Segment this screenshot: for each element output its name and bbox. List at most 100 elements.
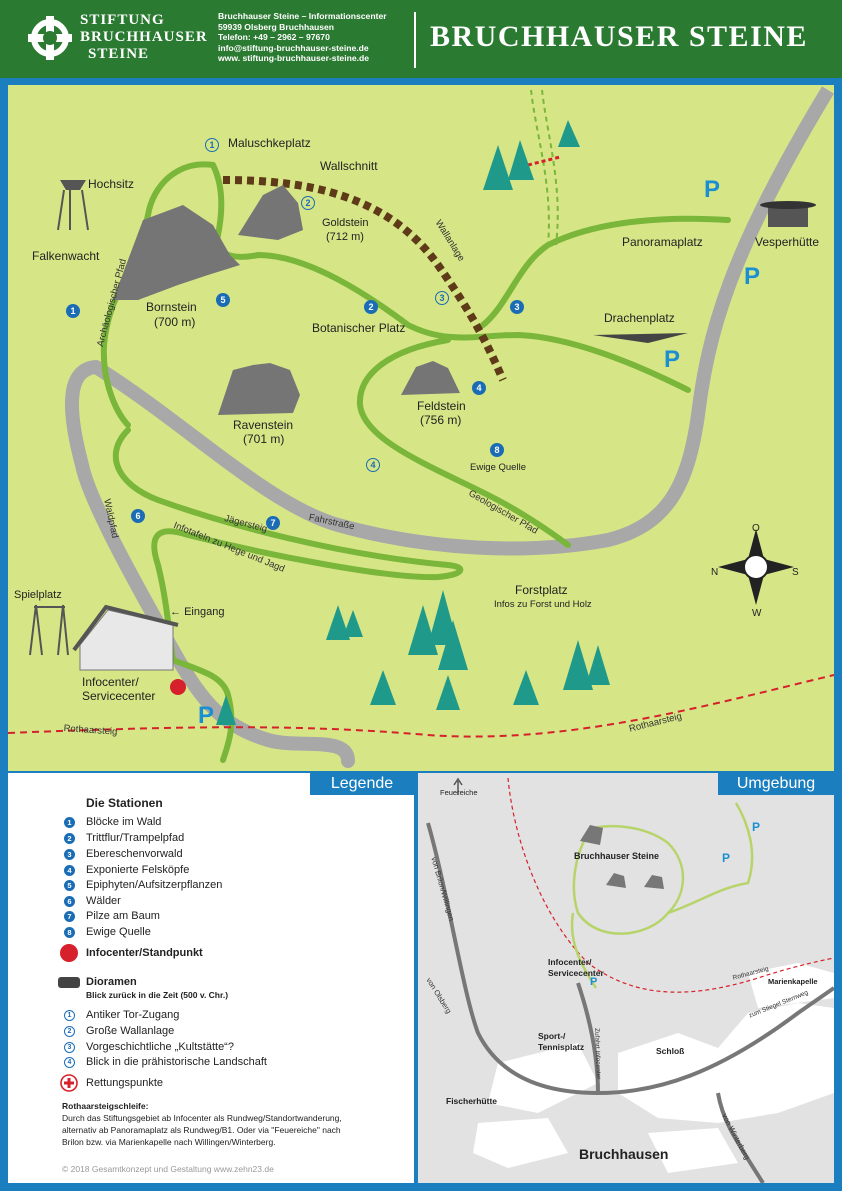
diorama-3-marker[interactable]: 3 <box>435 291 449 305</box>
rothaar-title: Rothaarsteigschleife: <box>62 1101 149 1111</box>
legend-station-num: 1 <box>64 817 75 828</box>
diorama-4-marker[interactable]: 4 <box>366 458 380 472</box>
rothaar-text: Durch das Stiftungsgebiet ab Infocenter … <box>62 1113 342 1123</box>
diorama-1-marker[interactable]: 1 <box>205 138 219 152</box>
env-rothaarsteig <box>507 777 834 993</box>
label-forstplatz: Forstplatz <box>515 583 568 597</box>
station-4-marker[interactable]: 4 <box>472 381 486 395</box>
label-drachenplatz: Drachenplatz <box>604 311 675 325</box>
compass-bottom: W <box>752 608 762 619</box>
label-goldstein: Goldstein <box>322 217 369 229</box>
env-feuereiche: Feuereiche <box>440 788 478 797</box>
panorama-path <box>480 215 731 328</box>
station-2-marker[interactable]: 2 <box>364 300 378 314</box>
spielplatz-swing <box>29 604 69 656</box>
dioramen-title: Dioramen <box>86 976 137 988</box>
label-feldstein: Feldstein <box>417 399 466 413</box>
contact-line: Bruchhauser Steine – Informationscenter <box>218 11 387 21</box>
contact-email[interactable]: info@stiftung-bruchhauser-steine.de <box>218 42 369 53</box>
legend-diorama-label: Blick in die prähistorische Landschaft <box>86 1056 267 1068</box>
label-ravenstein: Ravenstein <box>233 418 294 432</box>
tree-cluster <box>216 120 610 725</box>
label-bornstein-height: (700 m) <box>154 315 196 329</box>
legend-station-num: 4 <box>64 865 75 876</box>
legend-diorama-label: Antiker Tor-Zugang <box>86 1009 180 1021</box>
contact-line: 59939 Olsberg Bruchhausen <box>218 21 335 32</box>
station-7-marker[interactable]: 7 <box>266 516 280 530</box>
fahrstrasse-road <box>92 86 834 556</box>
logo-line: STIFTUNG <box>80 12 165 28</box>
rock-goldstein <box>238 185 303 240</box>
legend-diorama-num: 4 <box>64 1057 75 1068</box>
legend-diorama-label: Große Wallanlage <box>86 1025 175 1037</box>
label-vesperhuette: Vesperhütte <box>755 235 820 249</box>
diorama-2-marker[interactable]: 2 <box>301 196 315 210</box>
legend-station-label: Trittflur/Trampelpfad <box>86 832 185 844</box>
label-wallschnitt: Wallschnitt <box>320 159 378 173</box>
station-1-marker[interactable]: 1 <box>66 304 80 318</box>
parking-icon: P <box>744 263 761 290</box>
legend-infocenter: Infocenter/Standpunkt <box>86 947 203 959</box>
env-parking-icon: P <box>722 851 731 865</box>
station-8-marker[interactable]: 8 <box>490 443 504 457</box>
label-spielplatz: Spielplatz <box>14 589 62 601</box>
logo-text: STIFTUNG BRUCHHAUSER STEINE <box>80 12 208 63</box>
rock-bornstein <box>113 205 240 300</box>
jaegersteig <box>112 427 464 663</box>
parking-icon: P <box>704 176 721 203</box>
legend-station-label: Wälder <box>86 895 121 907</box>
environment-tab: Umgebung <box>718 773 834 795</box>
vesperhuette-building <box>760 201 816 227</box>
diorama-legend-icon <box>58 977 80 988</box>
hochsitz <box>57 180 89 231</box>
env-servicecenter: Servicecenter <box>548 968 604 978</box>
label-ewige-quelle: Ewige Quelle <box>470 462 526 473</box>
label-botanischer-platz: Botanischer Platz <box>312 321 406 335</box>
eingang-text: Eingang <box>184 606 225 618</box>
env-schloss: Schloß <box>656 1046 685 1056</box>
drachenplatz-glider <box>593 333 688 343</box>
legend-diorama-num: 1 <box>64 1010 75 1021</box>
label-servicecenter: Servicecenter <box>82 689 156 703</box>
label-falkenwacht: Falkenwacht <box>32 249 100 263</box>
env-parking-icon: P <box>752 820 761 834</box>
env-infocenter: Infocenter/ <box>548 957 592 967</box>
legend-diorama-num: 2 <box>64 1026 75 1037</box>
legend-station-num: 8 <box>64 927 75 938</box>
rock-ravenstein <box>218 363 300 415</box>
label-ravenstein-height: (701 m) <box>243 432 285 446</box>
infocenter-legend-icon <box>60 944 78 962</box>
environment-map <box>418 773 834 1183</box>
header-divider <box>414 12 416 68</box>
legend-station-label: Pilze am Baum <box>86 910 160 922</box>
contact-website[interactable]: www. stiftung-bruchhauser-steine.de <box>218 53 370 64</box>
label-eingang: ← Eingang <box>170 606 225 618</box>
compass-right: S <box>792 567 799 578</box>
page-title: BRUCHHAUSER STEINE <box>430 20 808 53</box>
legend-diorama-label: Vorgeschichtliche „Kultstätte“? <box>86 1041 234 1053</box>
station-5-marker[interactable]: 5 <box>216 293 230 307</box>
label-hochsitz: Hochsitz <box>88 177 135 191</box>
label-panoramaplatz: Panoramaplatz <box>622 235 703 249</box>
legend-rescue: Rettungspunkte <box>86 1077 164 1089</box>
rothaar-text: Brilon bzw. via Marienkapelle nach Willi… <box>62 1137 276 1147</box>
legend-station-num: 5 <box>64 880 75 891</box>
rothaarsteig-route <box>8 674 834 738</box>
parking-icon: P <box>198 702 215 729</box>
env-roads <box>426 822 834 1183</box>
label-feldstein-height: (756 m) <box>420 413 462 427</box>
rothaar-text: alternativ ab Panoramaplatz als Rundweg/… <box>62 1125 341 1135</box>
contact-line: Telefon: +49 – 2962 – 97670 <box>218 32 330 43</box>
env-bruchhausen: Bruchhausen <box>579 1146 669 1162</box>
legend-station-label: Blöcke im Wald <box>86 816 162 828</box>
logo-line: STEINE <box>88 46 150 62</box>
env-bruchhauser-steine: Bruchhauser Steine <box>574 851 660 861</box>
env-fischerhuette: Fischerhütte <box>446 1096 498 1106</box>
legend-station-label: Epiphyten/Aufsitzerpflanzen <box>86 879 223 891</box>
station-3-marker[interactable]: 3 <box>510 300 524 314</box>
label-maluschkeplatz: Maluschkeplatz <box>228 136 311 150</box>
legend-station-num: 2 <box>64 833 75 844</box>
label-infocenter: Infocenter/ <box>82 675 139 689</box>
station-6-marker[interactable]: 6 <box>131 509 145 523</box>
infocenter-path <box>170 657 235 763</box>
